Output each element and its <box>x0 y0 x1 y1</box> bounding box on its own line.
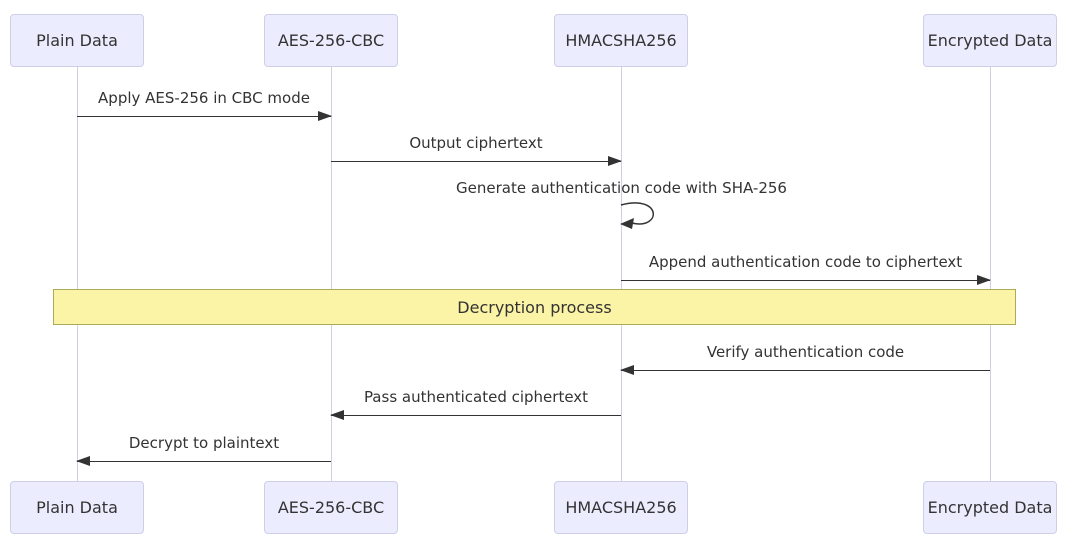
lifeline-aes-256-cbc <box>331 67 332 481</box>
message-label: Decrypt to plaintext <box>128 434 280 452</box>
actor-hmacsha256-bottom: HMACSHA256 <box>554 481 688 534</box>
message-arrow-right <box>331 156 622 166</box>
actor-encrypted-data-top: Encrypted Data <box>923 14 1057 67</box>
arrowhead-left-icon <box>76 456 90 466</box>
actor-label: Plain Data <box>36 31 118 50</box>
message-label: Pass authenticated ciphertext <box>363 388 589 406</box>
actor-plain-data-bottom: Plain Data <box>10 481 144 534</box>
arrowhead-left-icon <box>620 365 634 375</box>
message-arrow-left <box>330 410 621 420</box>
decryption-process-band: Decryption process <box>53 289 1016 325</box>
message-label: Verify authentication code <box>706 343 905 361</box>
self-loop-arrow-icon <box>620 202 655 229</box>
arrowhead-left-icon <box>330 410 344 420</box>
lifeline-hmacsha256 <box>621 67 622 481</box>
actor-label: AES-256-CBC <box>277 31 385 50</box>
arrowhead-right-icon <box>977 275 991 285</box>
actor-label: Encrypted Data <box>927 31 1053 50</box>
actor-aes-256-cbc-bottom: AES-256-CBC <box>264 481 398 534</box>
arrowhead-right-icon <box>318 111 332 121</box>
actor-label: Plain Data <box>36 498 118 517</box>
message-label: Output ciphertext <box>409 134 543 152</box>
actor-aes-256-cbc-top: AES-256-CBC <box>264 14 398 67</box>
arrowhead-right-icon <box>608 156 622 166</box>
message-arrow-right <box>621 275 991 285</box>
actor-label: HMACSHA256 <box>565 498 677 517</box>
actor-label: AES-256-CBC <box>277 498 385 517</box>
lifeline-plain-data <box>77 67 78 481</box>
actor-encrypted-data-bottom: Encrypted Data <box>923 481 1057 534</box>
actor-hmacsha256-top: HMACSHA256 <box>554 14 688 67</box>
message-arrow-left <box>76 456 331 466</box>
message-arrow-left <box>620 365 990 375</box>
actor-label: HMACSHA256 <box>565 31 677 50</box>
message-arrow-right <box>77 111 332 121</box>
message-label: Generate authentication code with SHA-25… <box>456 179 787 197</box>
message-label: Append authentication code to ciphertext <box>648 253 963 271</box>
lifeline-encrypted-data <box>990 67 991 481</box>
actor-plain-data-top: Plain Data <box>10 14 144 67</box>
actor-label: Encrypted Data <box>927 498 1053 517</box>
decryption-process-band-label: Decryption process <box>457 297 612 317</box>
message-label: Apply AES-256 in CBC mode <box>98 89 310 107</box>
